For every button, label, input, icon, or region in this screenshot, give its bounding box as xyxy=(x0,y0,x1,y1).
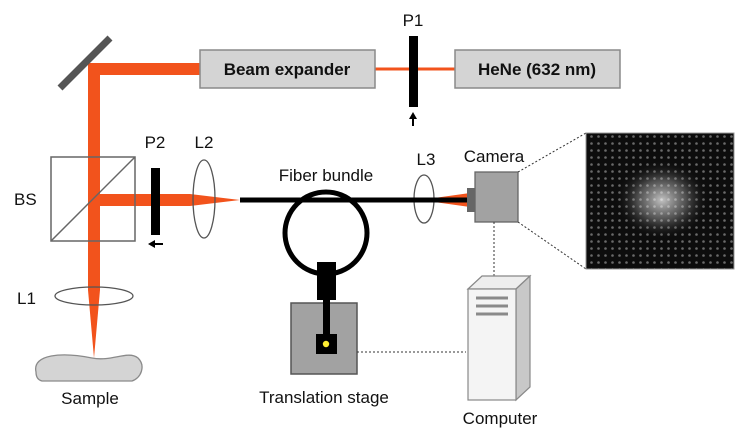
speckle-image xyxy=(586,133,734,269)
beam-splitter xyxy=(50,156,136,242)
sample-label: Sample xyxy=(61,389,119,408)
laser-beams xyxy=(88,63,470,358)
computer-icon xyxy=(466,274,532,402)
polarizer-p2 xyxy=(151,168,160,235)
p1-label: P1 xyxy=(403,11,424,30)
l1-label: L1 xyxy=(17,289,36,308)
fiber-bundle-label: Fiber bundle xyxy=(279,166,374,185)
beam-focus-to-sample xyxy=(88,290,100,358)
lens-l1 xyxy=(54,286,134,306)
p2-label: P2 xyxy=(145,133,166,152)
camera-label: Camera xyxy=(464,147,525,166)
connector-lines xyxy=(357,132,587,353)
camera xyxy=(467,171,519,223)
l3-label: L3 xyxy=(417,150,436,169)
polarizer-p1 xyxy=(409,36,418,107)
computer-label: Computer xyxy=(463,409,538,428)
hene-laser-box xyxy=(454,49,621,89)
fiber-tip-led xyxy=(322,340,330,348)
p2-arrow-icon xyxy=(148,240,163,248)
hene-laser-label: HeNe (632 nm) xyxy=(478,60,596,79)
translation-stage xyxy=(290,262,358,375)
beam-expander-label: Beam expander xyxy=(224,60,351,79)
lens-l2 xyxy=(192,159,216,239)
p1-arrow-icon xyxy=(409,112,417,126)
beam-expander-box xyxy=(199,49,376,89)
translation-stage-label: Translation stage xyxy=(259,388,389,407)
bs-label: BS xyxy=(14,190,37,209)
mirror xyxy=(57,35,113,91)
speckle-image-border xyxy=(585,132,735,270)
l2-label: L2 xyxy=(195,133,214,152)
sample-shape xyxy=(35,354,143,382)
